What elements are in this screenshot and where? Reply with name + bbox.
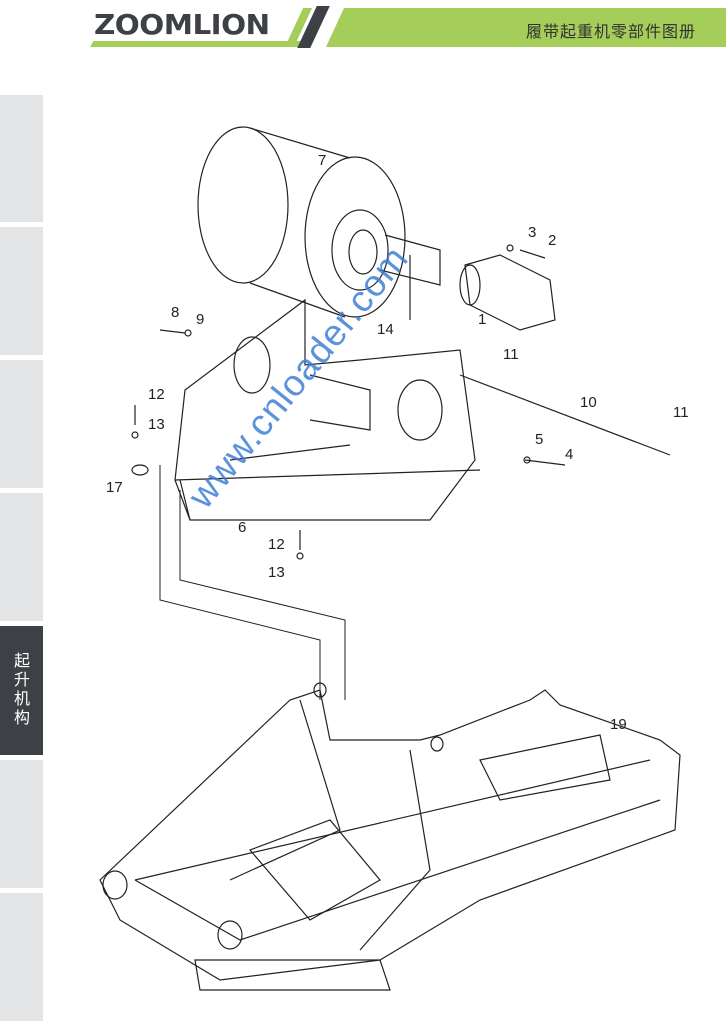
exploded-parts-diagram [99,126,681,991]
callout-6: 6 [238,519,247,536]
hydraulic-motor [459,254,556,331]
fasteners [131,244,566,560]
sidebar-tab-4[interactable] [0,493,43,621]
sidebar-tab-hoist[interactable]: 起升机构 [0,626,43,755]
callout-14: 14 [377,321,394,338]
pin-shaft [459,374,671,456]
header-bar [326,8,726,47]
sidebar-tab-2[interactable] [0,227,43,355]
callout-8: 8 [171,304,180,321]
winch-frame [174,298,481,521]
catalog-title: 履带起重机零部件图册 [525,24,696,41]
callout-4: 4 [565,446,574,463]
leader-lines [159,465,346,700]
callout-2: 2 [548,232,557,249]
hydraulic-lines [379,234,441,320]
callout-11: 11 [673,404,689,421]
callout-7: 7 [318,152,327,169]
callout-13: 13 [148,416,165,433]
logo: ZOOMLION [94,8,270,41]
sidebar-tab-6[interactable] [0,760,43,888]
logo-underline [90,41,302,47]
sidebar-tab-3[interactable] [0,360,43,488]
sidebar-tab-label: 起升机构 [13,653,30,727]
callout-11-upper: 11 [503,346,519,363]
callout-12: 12 [148,386,165,403]
callout-1: 1 [478,311,487,328]
callout-13-lower: 13 [268,564,285,581]
sidebar-tab-7[interactable] [0,893,43,1021]
callout-17: 17 [106,479,123,496]
callout-12-lower: 12 [268,536,285,553]
callout-3: 3 [528,224,537,241]
callout-9: 9 [196,311,205,328]
callout-10: 10 [580,394,597,411]
callout-19: 19 [610,716,627,733]
carbody-frame [99,682,681,991]
sidebar-tab-1[interactable] [0,95,43,222]
callout-5: 5 [535,431,544,448]
winch-drum [197,126,406,318]
